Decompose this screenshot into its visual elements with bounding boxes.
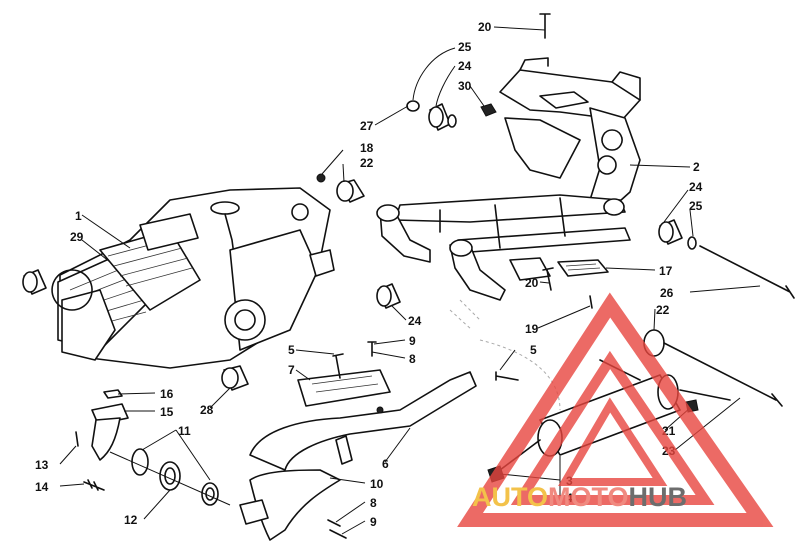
callout-20-lower: 20 <box>525 276 539 290</box>
callout-25-right: 25 <box>689 199 703 213</box>
frame-hardware <box>22 13 795 391</box>
callout-13: 13 <box>35 458 49 472</box>
callout-1: 1 <box>75 209 82 223</box>
callout-26: 26 <box>660 286 674 300</box>
callout-17: 17 <box>659 264 673 278</box>
watermark-text: AUTOMOTOHUB <box>472 482 687 512</box>
callout-24-top: 24 <box>458 59 472 73</box>
callout-labels: 20 25 24 30 27 18 22 2 24 25 1 29 17 26 … <box>35 20 703 529</box>
callout-24-right: 24 <box>689 180 703 194</box>
watermark-hub: HUB <box>629 482 688 512</box>
callout-24-middle: 24 <box>408 314 422 328</box>
callout-9-upper: 9 <box>409 334 416 348</box>
callout-16: 16 <box>160 387 174 401</box>
exhaust-pipe <box>239 369 477 541</box>
watermark-auto: AUTO <box>472 482 548 512</box>
callout-7: 7 <box>288 363 295 377</box>
watermark-logo <box>457 292 774 527</box>
callout-12: 12 <box>124 513 138 527</box>
callout-22-lower: 22 <box>656 303 670 317</box>
callout-5-left: 5 <box>288 343 295 357</box>
callout-25-top: 25 <box>458 40 472 54</box>
callout-20-top: 20 <box>478 20 492 34</box>
background-outline <box>449 299 561 411</box>
engine-assembly <box>51 187 335 369</box>
callout-8-upper: 8 <box>409 352 416 366</box>
small-fasteners <box>327 341 519 539</box>
callout-14: 14 <box>35 480 49 494</box>
callout-11: 11 <box>178 424 191 438</box>
callout-27: 27 <box>360 119 374 133</box>
callout-30: 30 <box>458 79 472 93</box>
callout-10: 10 <box>370 477 384 491</box>
callout-29: 29 <box>70 230 84 244</box>
engine-mount-frame <box>376 57 641 301</box>
callout-28: 28 <box>200 403 214 417</box>
callout-2: 2 <box>693 160 700 174</box>
callout-8-lower: 8 <box>370 496 377 510</box>
callout-19: 19 <box>525 322 539 336</box>
watermark-moto: MOTO <box>548 482 629 512</box>
callout-18: 18 <box>360 141 374 155</box>
callout-15: 15 <box>160 405 174 419</box>
exhaust-hardware <box>75 389 231 506</box>
callout-6: 6 <box>382 457 389 471</box>
callout-9-lower: 9 <box>370 515 377 529</box>
callout-22-upper: 22 <box>360 156 374 170</box>
callout-5-right: 5 <box>530 343 537 357</box>
